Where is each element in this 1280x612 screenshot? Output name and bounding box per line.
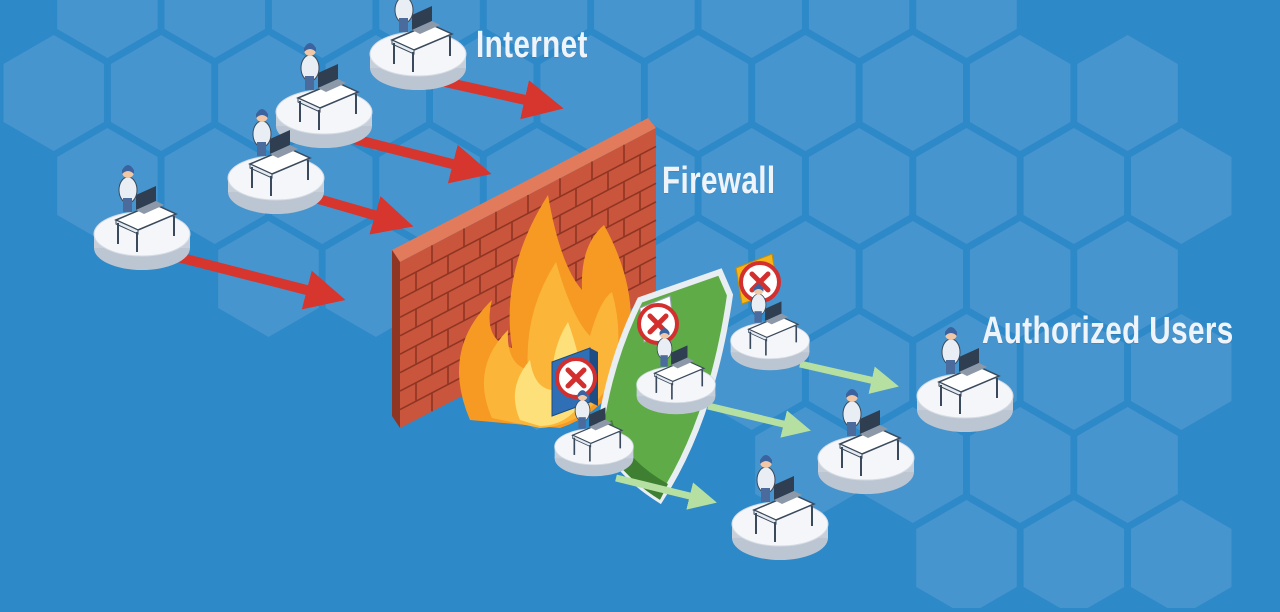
hexagon-tile [1077, 407, 1178, 523]
hexagon-tile [164, 0, 265, 58]
hexagon-tile [540, 35, 641, 151]
hexagon-tile [164, 128, 265, 244]
hexagon-tile [1131, 314, 1232, 430]
hexagon-tile [1077, 221, 1178, 337]
hexagon-tile [916, 0, 1017, 58]
hexagon-tile [862, 221, 963, 337]
blocked-traffic-arrows [168, 77, 564, 310]
blocked-arrow-1 [443, 77, 564, 120]
hexagon-tile [1077, 35, 1178, 151]
hexagon-tile [755, 35, 856, 151]
allowed-arrow-3 [615, 474, 717, 510]
hexagon-tile [594, 0, 695, 58]
hexagon-tile [701, 128, 802, 244]
x-circle-icon [557, 359, 595, 397]
hexagon-tile [808, 128, 910, 244]
hexagon-tile [808, 0, 910, 58]
hexagon-tile [916, 128, 1017, 244]
hexagon-tile [916, 500, 1017, 612]
hexagon-tile [1131, 500, 1232, 612]
hexagon-tile [1023, 500, 1125, 612]
hexagon-tile [701, 0, 802, 58]
allowed-arrow-1 [799, 360, 899, 394]
x-circle-icon [639, 305, 677, 343]
hexagon-tile [3, 35, 104, 151]
hexagon-tile [110, 35, 212, 151]
blocked-packet-folder [735, 253, 779, 305]
firewall-label: Firewall [662, 160, 776, 202]
hexagon-tile [862, 35, 963, 151]
hexagon-tile [57, 0, 158, 58]
hexagon-tile [647, 35, 749, 151]
allowed-traffic-arrows [615, 360, 899, 510]
hexagon-tile [969, 35, 1071, 151]
hexagon-tile [271, 0, 373, 58]
authorized-users-label: Authorized Users [982, 310, 1234, 352]
blocked-arrow-2 [348, 133, 492, 184]
blocked-arrow-4 [168, 250, 346, 310]
hexagon-tile [486, 0, 588, 58]
hexagon-tile [1023, 314, 1125, 430]
blocked-arrow-3 [313, 193, 414, 235]
hexagon-tile [1131, 128, 1232, 244]
allowed-arrow-2 [707, 402, 811, 438]
hexagon-tile [969, 407, 1071, 523]
hexagon-tile [808, 314, 910, 430]
hexagon-tile [1023, 128, 1125, 244]
hexagon-tile [969, 221, 1071, 337]
internet-label: Internet [476, 24, 588, 66]
